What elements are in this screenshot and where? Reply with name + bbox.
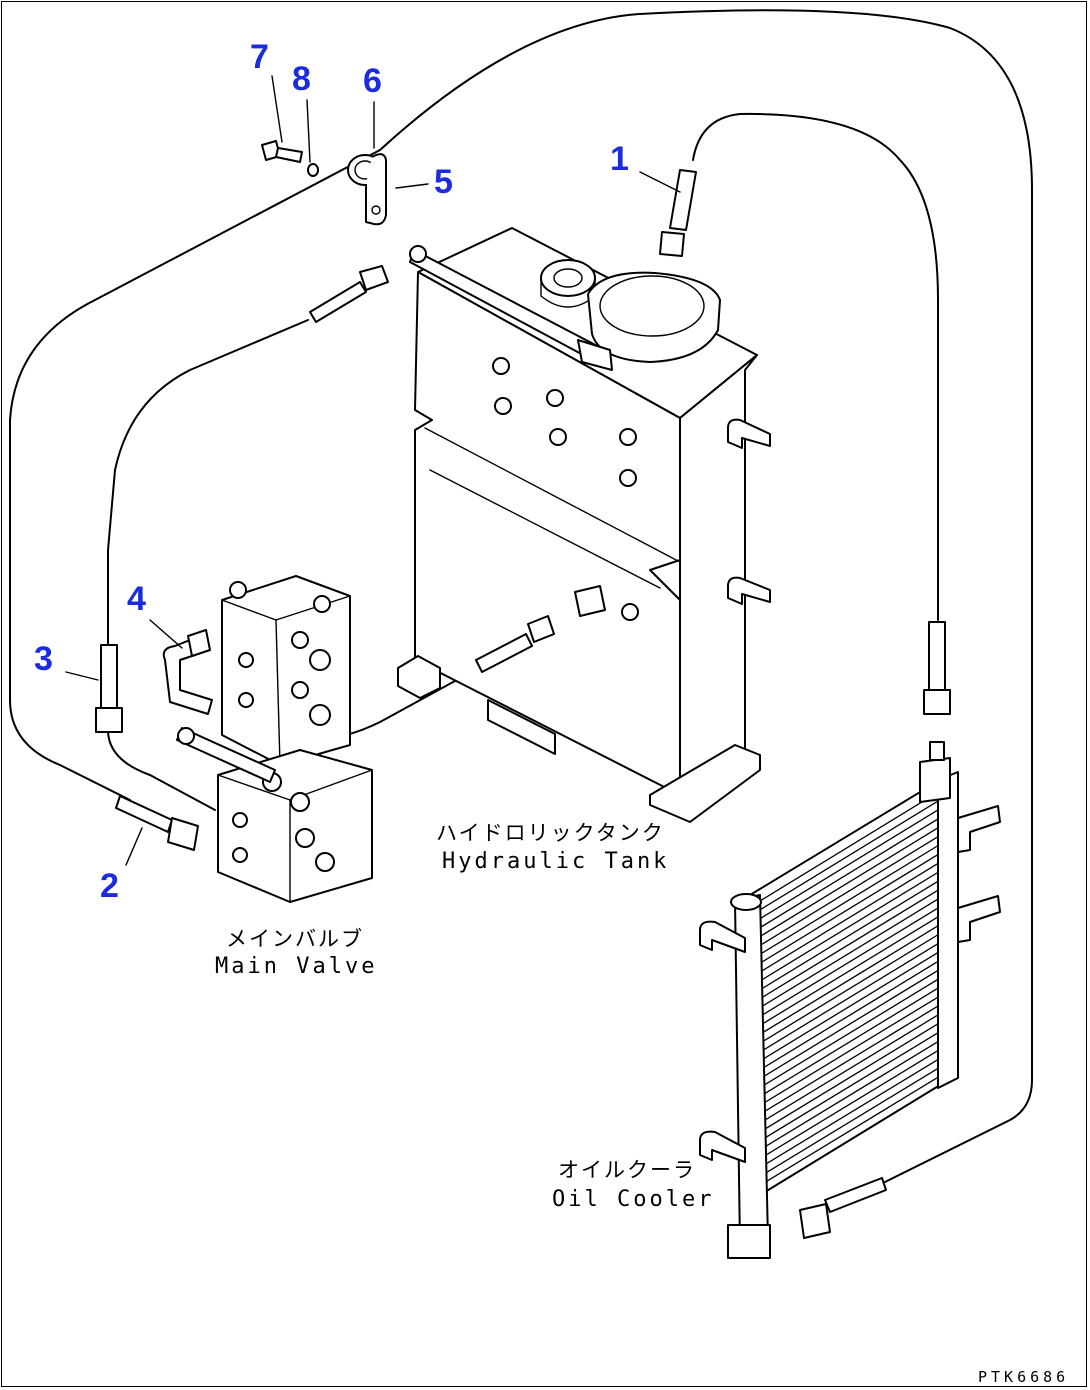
cooler-fin-line: [759, 1030, 941, 1142]
callout-3: 3: [34, 640, 53, 678]
cooler-fin-line: [754, 879, 941, 994]
cooler-fin-line: [757, 968, 941, 1081]
cooler-fin-line: [756, 941, 941, 1055]
component-labels: ハイドロリックタンク Hydraulic Tank メインバルブ Main Va…: [215, 821, 1069, 1386]
cooler-fin-line: [753, 843, 941, 959]
hose-fittings: [95, 169, 951, 1239]
callout-5: 5: [434, 163, 453, 201]
hydraulic-tank-label-jp: ハイドロリックタンク: [436, 821, 665, 845]
cooler-fins: [751, 790, 941, 1185]
callout-6: 6: [363, 62, 382, 100]
main-valve-label-en: Main Valve: [215, 954, 377, 979]
hose-1-path: [692, 112, 939, 621]
hydraulic-tank: [397, 227, 771, 823]
oil-cooler-label-jp: オイルクーラ: [558, 1158, 696, 1182]
callout-7: 7: [250, 38, 269, 76]
cooler-fin-line: [755, 888, 941, 1003]
oil-cooler-label-en: Oil Cooler: [552, 1187, 714, 1212]
return-hose-outer-loop: [9, 9, 1033, 1183]
cooler-fin-line: [754, 870, 941, 985]
cooler-fin-line: [758, 977, 941, 1090]
cooler-fin-line: [758, 986, 941, 1098]
oil-cooler: [699, 741, 1001, 1259]
main-valve-label-jp: メインバルブ: [226, 927, 364, 951]
cooler-fin-line: [760, 1048, 941, 1159]
clamp-assembly: [261, 140, 387, 226]
hydraulic-tank-label-en: Hydraulic Tank: [442, 849, 669, 874]
cooler-fin-line: [755, 906, 941, 1020]
cooler-fin-line: [756, 932, 941, 1046]
cooler-fin-line: [754, 861, 941, 976]
callout-numbers: 1 2 3 4 5 6 7 8: [34, 38, 629, 905]
cooler-fin-line: [759, 1022, 941, 1133]
cooler-fin-line: [756, 915, 941, 1029]
leader-lines: [65, 75, 681, 866]
cooler-fin-line: [759, 1004, 941, 1116]
callout-8: 8: [292, 60, 311, 98]
cooler-fin-line: [753, 834, 941, 950]
cooler-fin-line: [752, 799, 941, 915]
hose-3-lower: [107, 729, 216, 811]
cooler-fin-line: [751, 790, 941, 907]
callout-2: 2: [100, 867, 119, 905]
cooler-fin-line: [757, 959, 941, 1072]
cooler-fin-line: [752, 817, 941, 933]
callout-1: 1: [610, 140, 629, 178]
cooler-fin-line: [756, 924, 941, 1037]
main-valve: [162, 575, 373, 903]
cooler-fin-line: [755, 897, 941, 1011]
cooler-fin-line: [754, 852, 941, 968]
cooler-fin-line: [753, 826, 941, 942]
drawing-code: PTK6686: [978, 1368, 1069, 1386]
cooler-fin-line: [761, 1066, 941, 1177]
cooler-fin-line: [760, 1057, 941, 1168]
cooler-fin-line: [760, 1039, 941, 1151]
callout-4: 4: [127, 580, 146, 618]
cooler-fin-line: [752, 808, 941, 924]
cooler-fin-line: [761, 1075, 941, 1185]
cooler-fin-line: [758, 995, 941, 1107]
cooler-fin-line: [757, 950, 941, 1063]
cooler-fin-line: [759, 1013, 941, 1124]
suction-hose-inner-loop: [107, 319, 309, 651]
